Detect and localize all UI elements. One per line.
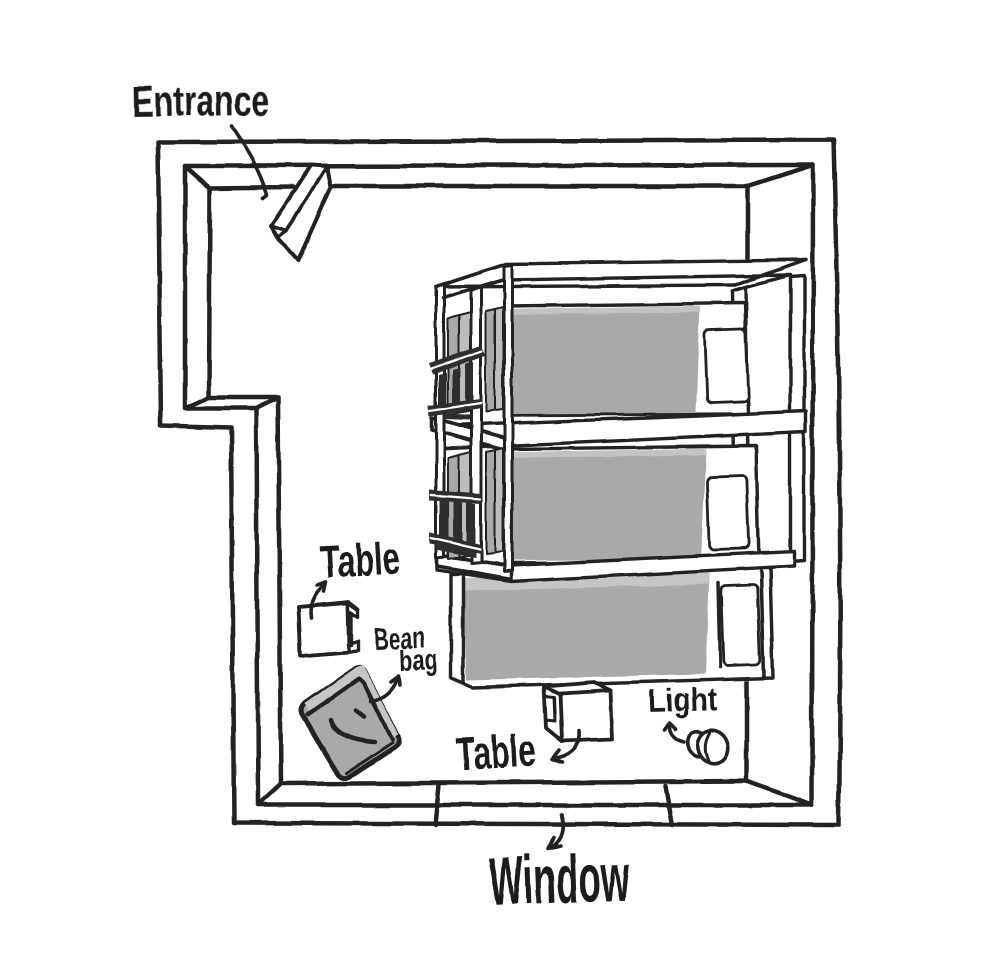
svg-text:Light: Light (648, 681, 717, 720)
svg-text:Table: Table (455, 724, 538, 780)
svg-text:Bean: Bean (374, 620, 425, 657)
svg-text:Window: Window (488, 839, 631, 920)
svg-text:Entrance: Entrance (131, 76, 270, 127)
svg-text:Table: Table (319, 532, 402, 588)
svg-text:bag: bag (399, 645, 438, 678)
